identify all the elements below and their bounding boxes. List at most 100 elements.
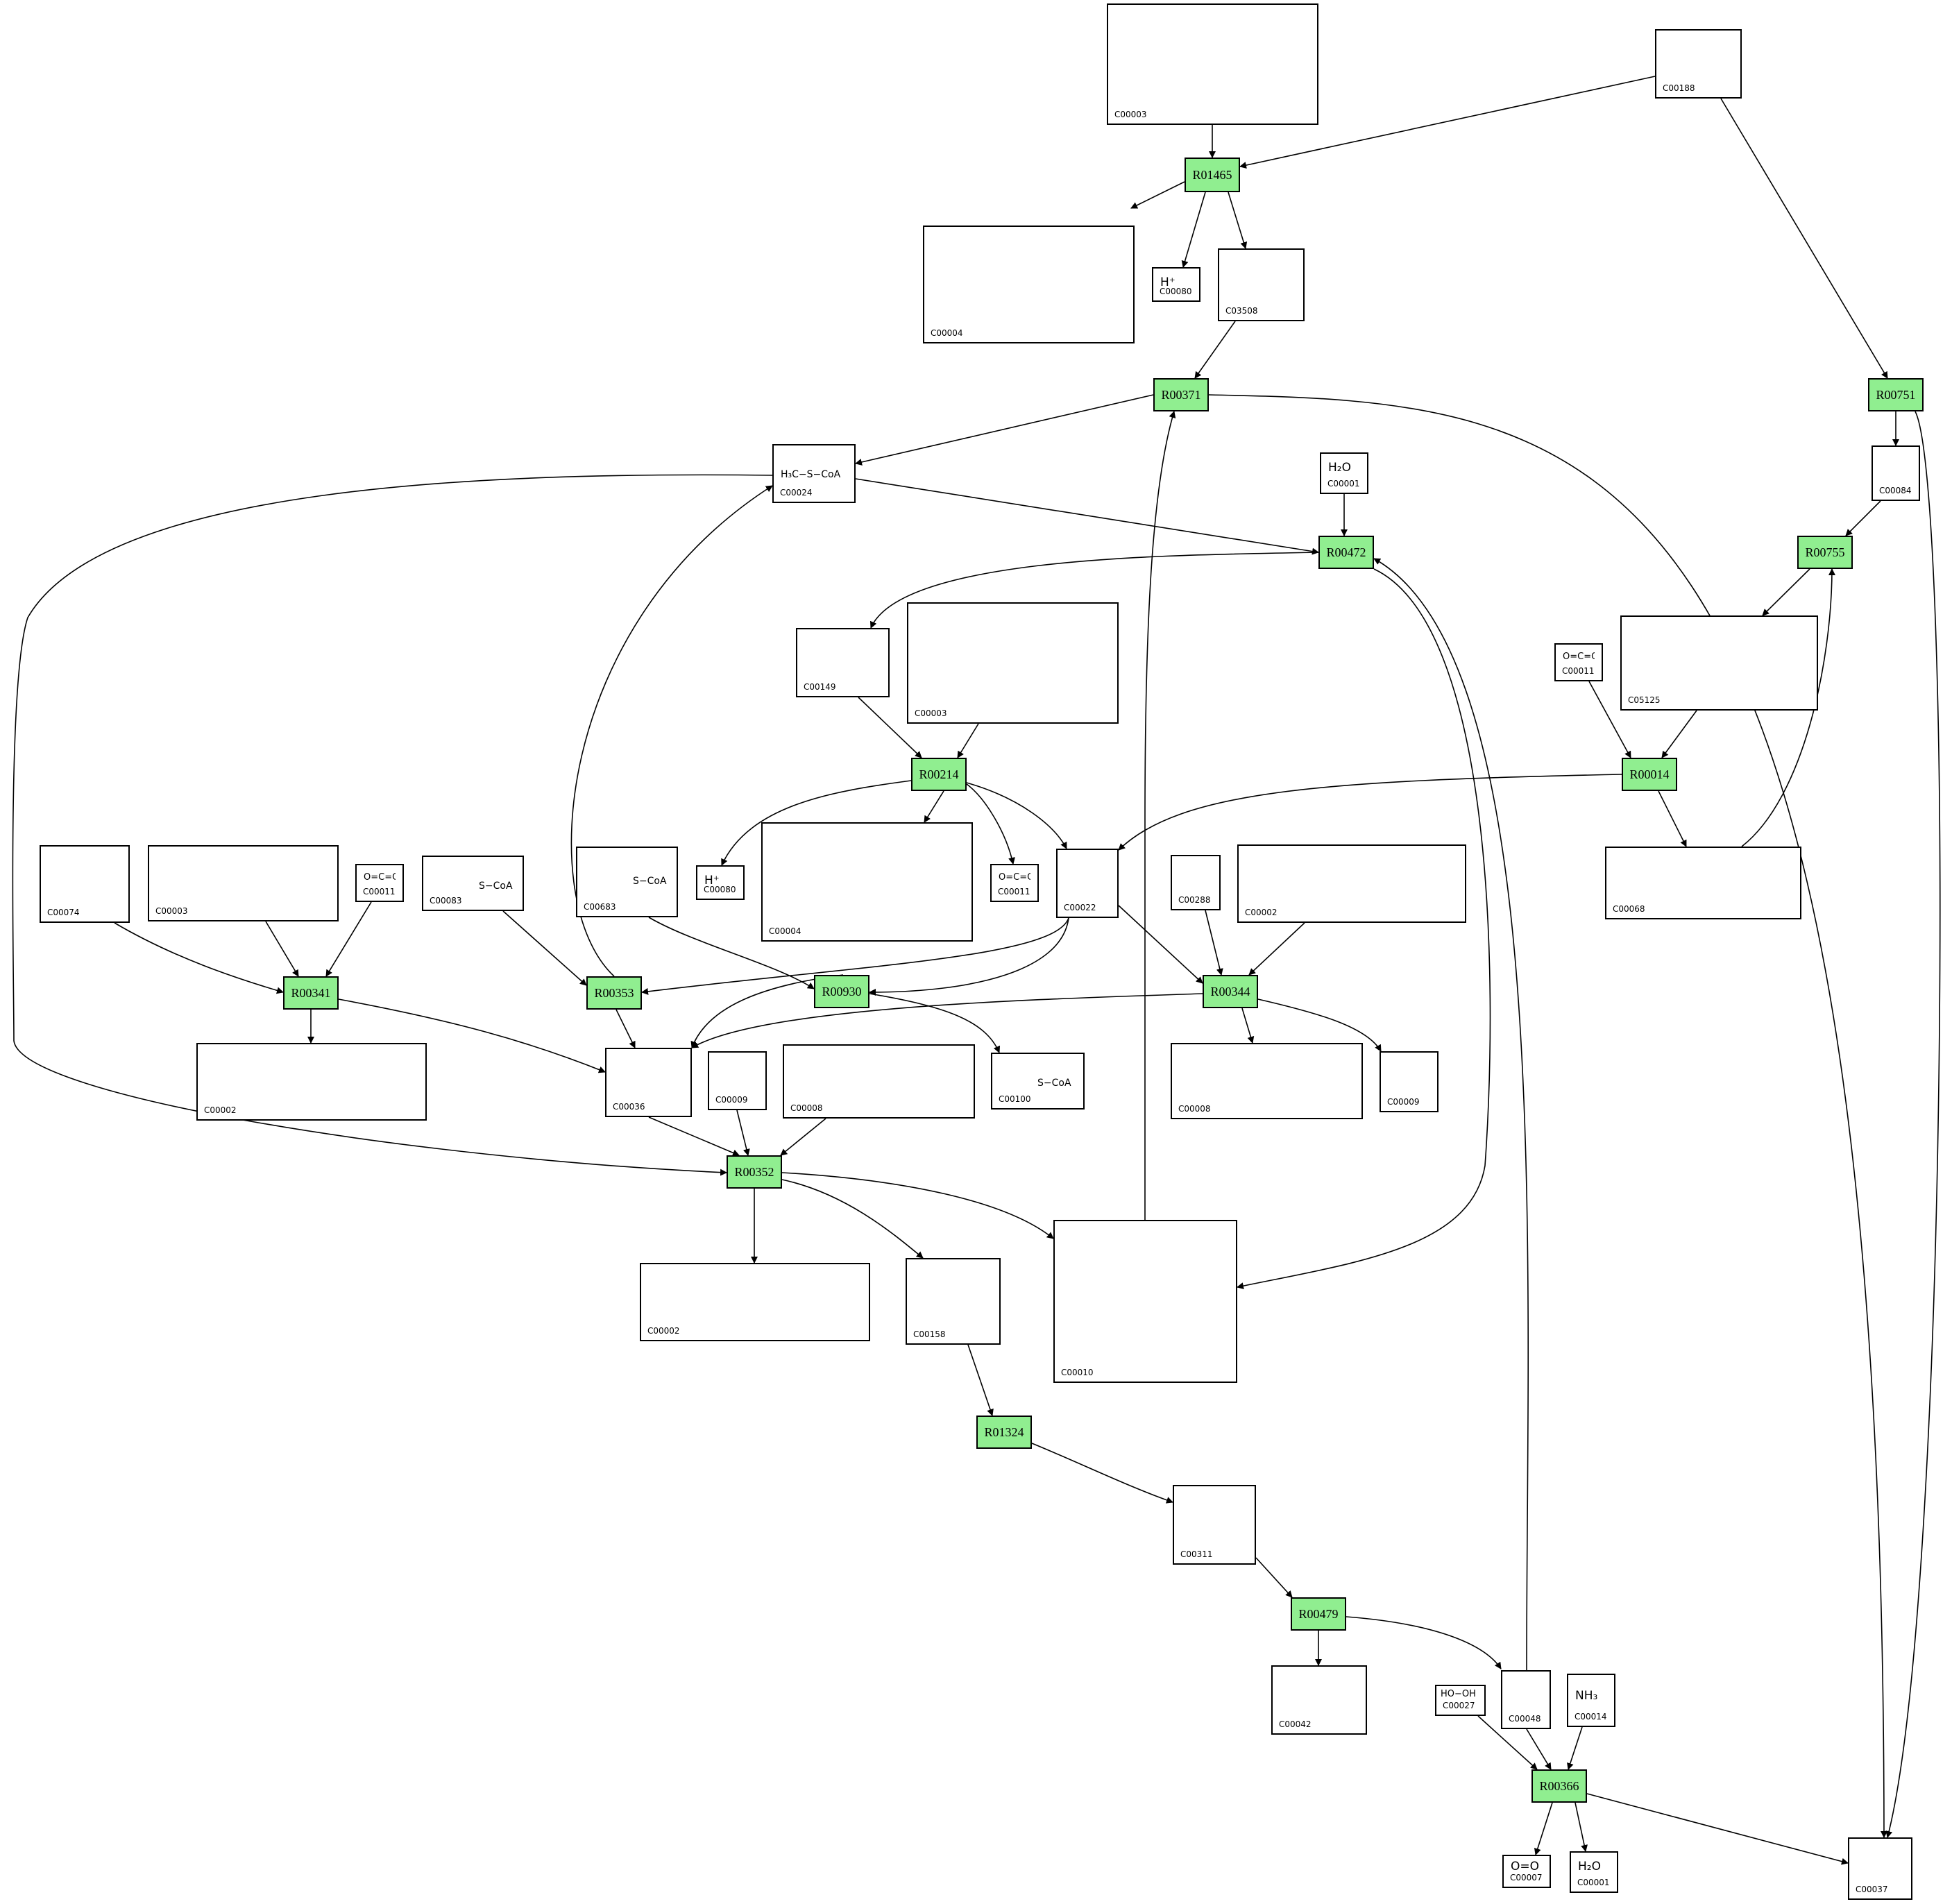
compound-id: C00158 xyxy=(913,1329,946,1339)
reaction-r00344[interactable]: R00344 xyxy=(1203,975,1258,1008)
compound-c00007[interactable]: O=O C00007 xyxy=(1502,1855,1551,1888)
compound-c00149[interactable]: C00149 xyxy=(796,628,890,697)
compound-c00022[interactable]: C00022 xyxy=(1056,849,1119,918)
compound-c00011-left[interactable]: O=C=O C00011 xyxy=(355,864,404,902)
reaction-r00930[interactable]: R00930 xyxy=(814,975,869,1008)
edge-53 xyxy=(781,1179,924,1259)
compound-c00083[interactable]: S−CoA C00083 xyxy=(422,856,524,911)
compound-c00042[interactable]: C00042 xyxy=(1271,1665,1367,1735)
compound-id: C00002 xyxy=(204,1105,237,1115)
compound-c00311[interactable]: C00311 xyxy=(1173,1485,1256,1565)
edge-22 xyxy=(1118,774,1622,851)
compound-c00009-left[interactable]: C00009 xyxy=(708,1051,767,1110)
reaction-r00014[interactable]: R00014 xyxy=(1622,758,1677,791)
compound-c00068[interactable]: C00068 xyxy=(1605,847,1801,919)
reaction-r00472[interactable]: R00472 xyxy=(1318,536,1374,569)
edge-14 xyxy=(855,478,1319,555)
compound-c00008-right[interactable]: C00008 xyxy=(1171,1043,1363,1119)
edge-35 xyxy=(1241,1008,1255,1044)
compound-c00027[interactable]: HO−OH C00027 xyxy=(1435,1685,1486,1716)
edge-40 xyxy=(502,910,587,986)
compound-formula: O=O xyxy=(1511,1860,1540,1873)
compound-c00003-left[interactable]: C00003 xyxy=(148,845,339,921)
reaction-r00341[interactable]: R00341 xyxy=(283,976,339,1010)
compound-id: C00002 xyxy=(1245,908,1278,917)
reaction-r01465[interactable]: R01465 xyxy=(1185,158,1240,192)
compound-id: C00027 xyxy=(1443,1701,1475,1710)
reaction-r00352[interactable]: R00352 xyxy=(727,1155,782,1189)
edge-6 xyxy=(1194,321,1236,379)
compound-c03508[interactable]: C03508 xyxy=(1218,248,1305,321)
compound-id: C00100 xyxy=(999,1094,1031,1104)
reaction-r00479[interactable]: R00479 xyxy=(1291,1597,1346,1631)
compound-c00024[interactable]: H₃C−S−CoA C00024 xyxy=(772,444,856,503)
compound-id: C00084 xyxy=(1879,486,1912,495)
compound-c00100[interactable]: S−CoA C00100 xyxy=(991,1053,1085,1110)
reaction-r00755[interactable]: R00755 xyxy=(1797,536,1853,569)
edge-36 xyxy=(1257,998,1382,1052)
edge-32 xyxy=(1205,910,1223,976)
compound-id: C00001 xyxy=(1577,1878,1610,1887)
compound-c00011-c[interactable]: O=C=O C00011 xyxy=(990,864,1039,902)
edge-25 xyxy=(1661,710,1697,758)
compound-c00288[interactable]: C00288 xyxy=(1171,855,1221,910)
compound-id: C00074 xyxy=(47,908,80,917)
compound-c00080-top[interactable]: H⁺ C00080 xyxy=(1152,267,1200,302)
compound-c00010[interactable]: C00010 xyxy=(1053,1220,1237,1383)
compound-c00014[interactable]: NH₃ C00014 xyxy=(1567,1674,1615,1727)
compound-id: C00002 xyxy=(647,1326,680,1336)
compound-c00004-mid[interactable]: C00004 xyxy=(761,822,973,942)
compound-id: C00004 xyxy=(769,926,801,936)
edge-50 xyxy=(736,1110,750,1156)
edge-63 xyxy=(1567,1726,1583,1770)
compound-c00036[interactable]: C00036 xyxy=(605,1048,692,1117)
compound-id: C00048 xyxy=(1509,1714,1541,1724)
edge-38 xyxy=(869,993,1001,1053)
compound-id: C00011 xyxy=(1562,666,1595,676)
compound-c00008-mid[interactable]: C00008 xyxy=(783,1044,975,1119)
edge-7 xyxy=(855,394,1154,466)
compound-formula: S−CoA xyxy=(633,876,667,887)
compound-c00080-mid[interactable]: H⁺ C00080 xyxy=(696,865,745,900)
compound-c00074[interactable]: C00074 xyxy=(40,845,130,923)
reaction-r00214[interactable]: R00214 xyxy=(911,758,967,791)
compound-id: C03508 xyxy=(1225,306,1258,316)
compound-id: C00042 xyxy=(1279,1719,1312,1729)
reaction-r00366[interactable]: R00366 xyxy=(1531,1769,1587,1803)
compound-c00002-right[interactable]: C00002 xyxy=(1237,844,1466,923)
reaction-r01324[interactable]: R01324 xyxy=(976,1416,1032,1449)
compound-c05125[interactable]: C05125 xyxy=(1620,615,1818,711)
compound-id: C00022 xyxy=(1064,903,1096,912)
edge-56 xyxy=(967,1344,994,1416)
compound-c00002-left[interactable]: C00002 xyxy=(196,1043,427,1121)
compound-c00037[interactable]: C00037 xyxy=(1848,1837,1912,1900)
compound-c00011-mid[interactable]: O=C=O C00011 xyxy=(1554,643,1603,681)
compound-c00003-mid[interactable]: C00003 xyxy=(907,602,1119,724)
edge-49 xyxy=(648,1116,740,1157)
compound-c00004-top[interactable]: C00004 xyxy=(923,226,1135,343)
edge-21 xyxy=(966,782,1067,849)
edge-64 xyxy=(1534,1802,1553,1855)
compound-id: C00011 xyxy=(363,887,396,896)
compound-id: C00010 xyxy=(1061,1368,1094,1377)
compound-formula: H⁺ xyxy=(1160,275,1176,289)
compound-c00001-bottom[interactable]: H₂O C00001 xyxy=(1570,1851,1618,1893)
reaction-r00353[interactable]: R00353 xyxy=(586,976,642,1010)
edge-62 xyxy=(1526,1728,1552,1770)
edge-27 xyxy=(1373,558,1529,1671)
compound-c00009-right[interactable]: C00009 xyxy=(1380,1051,1438,1112)
compound-c00683[interactable]: S−CoA C00683 xyxy=(576,847,678,917)
compound-c00048[interactable]: C00048 xyxy=(1501,1670,1551,1729)
compound-c00188[interactable]: C00188 xyxy=(1655,29,1742,99)
compound-c00001-top[interactable]: H₂O C00001 xyxy=(1320,452,1368,494)
compound-c00002-bottom[interactable]: C00002 xyxy=(640,1263,870,1341)
compound-c00084[interactable]: C00084 xyxy=(1872,445,1920,501)
edge-4 xyxy=(1228,192,1248,249)
edge-19 xyxy=(924,790,944,823)
compound-c00003-top[interactable]: C00003 xyxy=(1107,3,1318,125)
edge-8 xyxy=(1208,394,1887,1838)
reaction-r00371[interactable]: R00371 xyxy=(1153,378,1209,411)
reaction-r00751[interactable]: R00751 xyxy=(1868,378,1924,411)
edge-61 xyxy=(1477,1715,1538,1770)
compound-c00158[interactable]: C00158 xyxy=(906,1258,1001,1345)
